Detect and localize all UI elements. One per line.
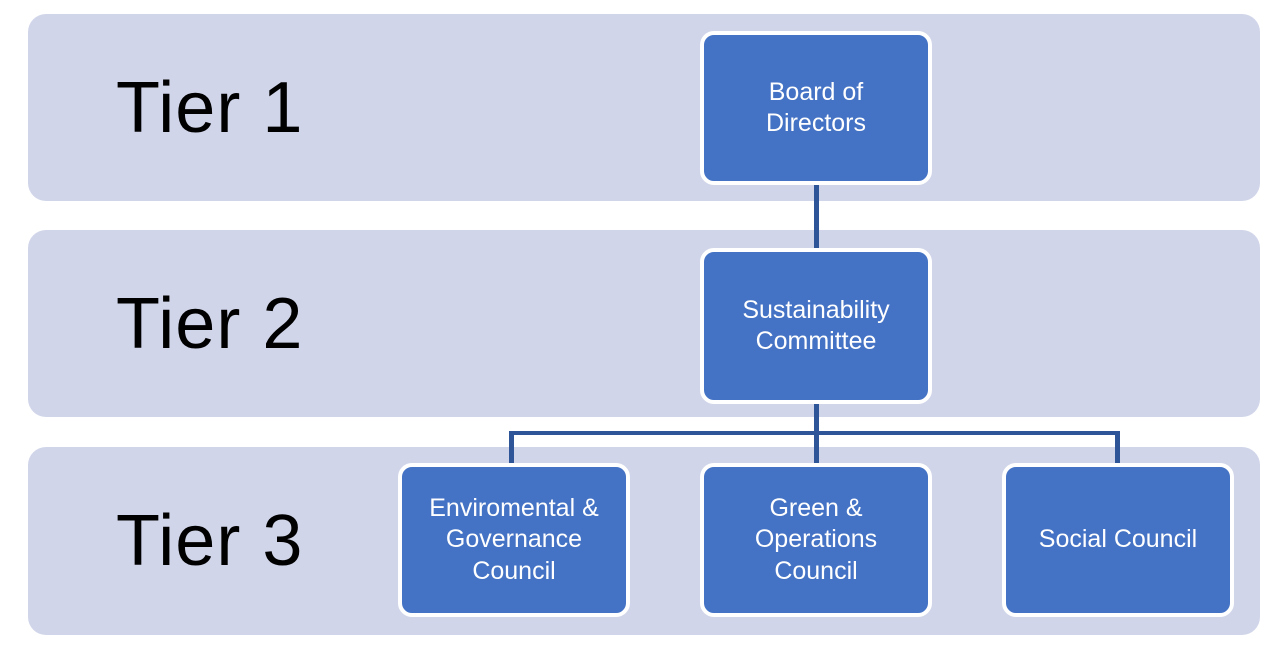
node-social-council-label: Social Council xyxy=(1038,525,1198,554)
connector-sustainability-stem xyxy=(814,404,819,433)
node-enviromental-governance-council[interactable]: Enviromental & Governance Council xyxy=(398,463,630,617)
connector-drop-env-governance xyxy=(509,431,514,465)
node-social-council[interactable]: Social Council xyxy=(1002,463,1234,617)
node-enviromental-governance-council-label: Enviromental & Governance Council xyxy=(429,494,599,585)
node-board-of-directors[interactable]: Board of Directors xyxy=(700,31,932,185)
connector-board-to-sustainability xyxy=(814,185,819,250)
connector-drop-green-operations xyxy=(814,431,819,465)
node-green-operations-council-label: Green & Operations Council xyxy=(754,494,878,585)
node-sustainability-committee[interactable]: Sustainability Committee xyxy=(700,248,932,404)
tier-band-2: Tier 2 xyxy=(28,230,1260,417)
node-green-operations-council[interactable]: Green & Operations Council xyxy=(700,463,932,617)
tier-band-1: Tier 1 xyxy=(28,14,1260,201)
node-sustainability-committee-label: Sustainability Committee xyxy=(742,295,890,355)
node-board-of-directors-label: Board of Directors xyxy=(765,77,866,137)
tier-2-label: Tier 2 xyxy=(116,283,304,364)
connector-drop-social xyxy=(1115,431,1120,465)
tier-3-label: Tier 3 xyxy=(116,501,304,581)
tier-1-label: Tier 1 xyxy=(116,67,304,148)
